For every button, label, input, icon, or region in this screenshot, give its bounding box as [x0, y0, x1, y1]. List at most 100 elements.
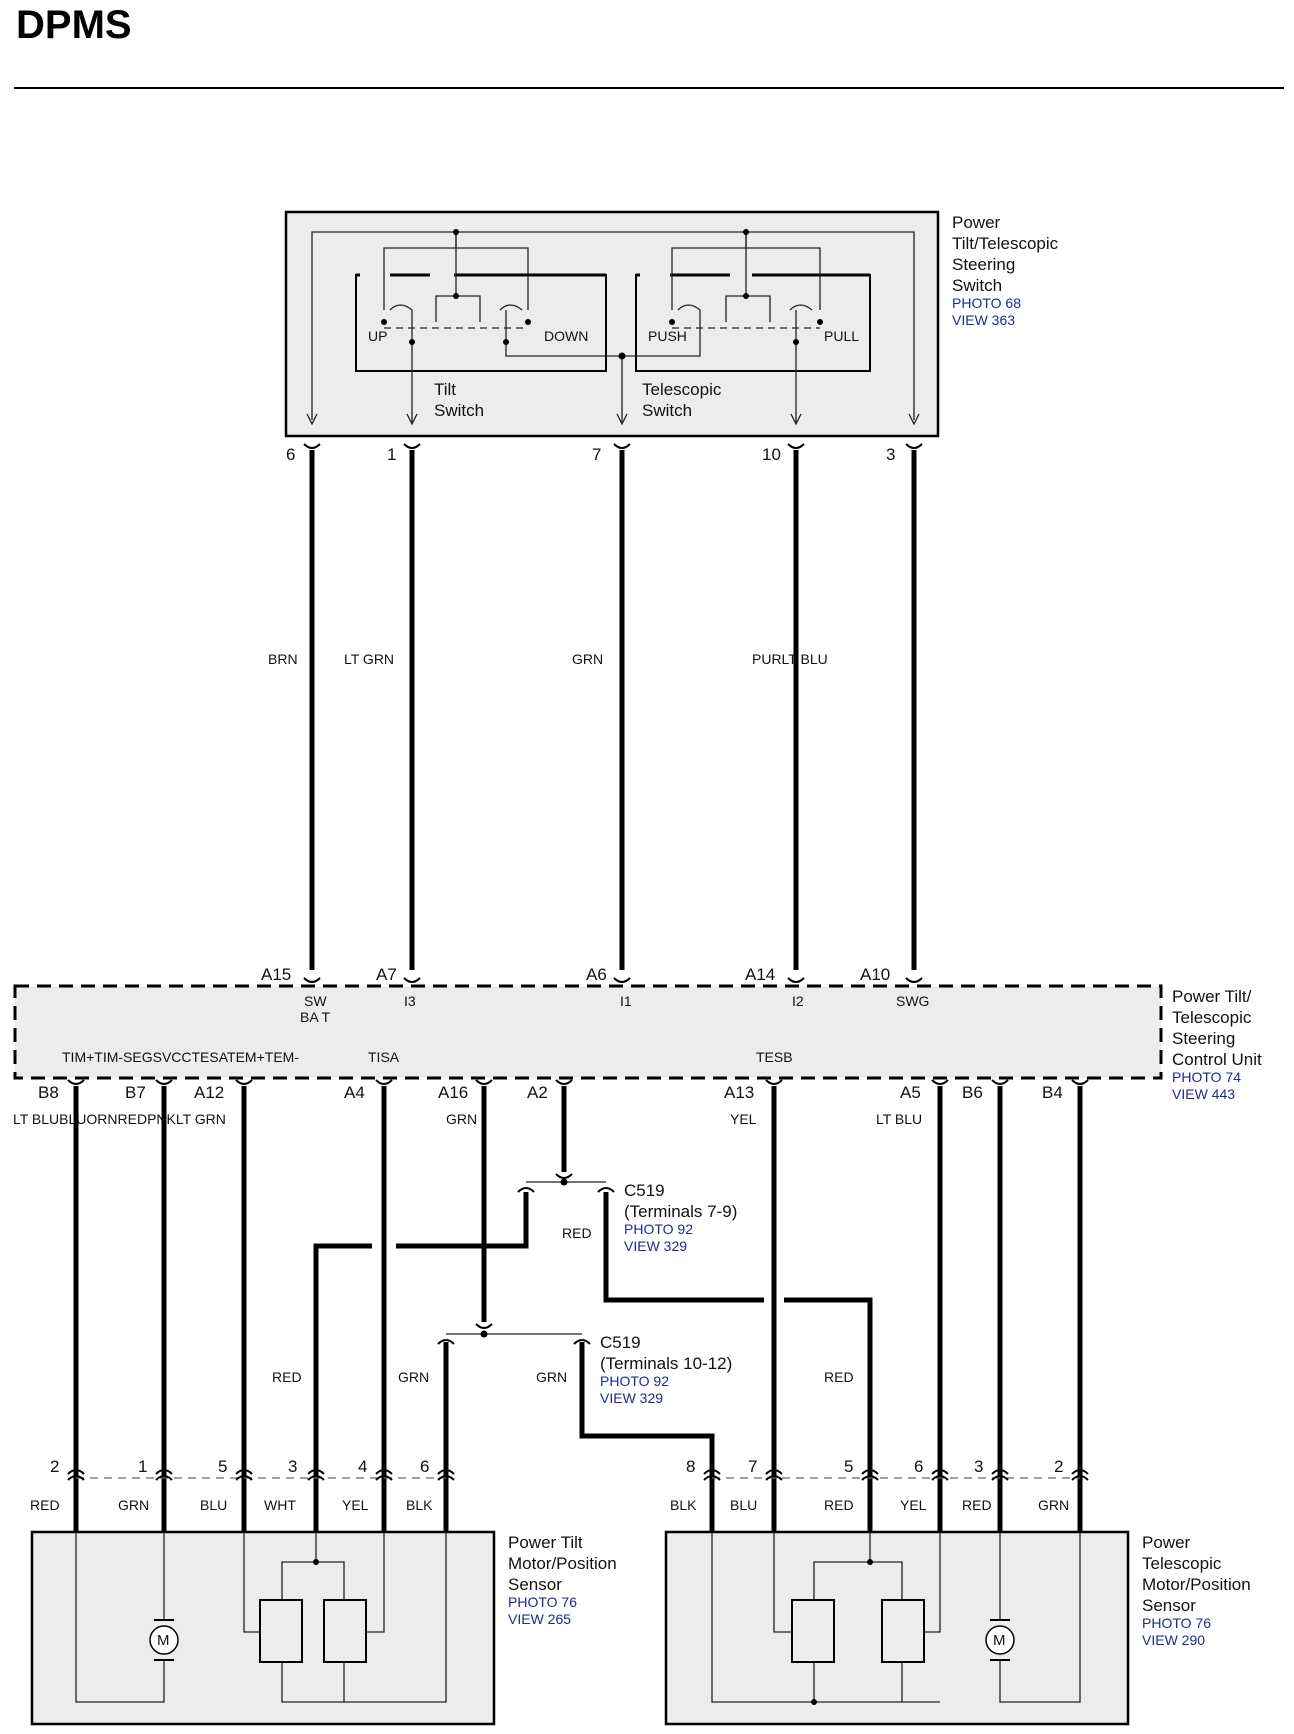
cu-view-ref: VIEW 443	[1172, 1086, 1235, 1102]
switch-name-1: Power	[952, 213, 1001, 232]
switch-name-2: Tilt/Telescopic	[952, 234, 1059, 253]
switch-name-4: Switch	[952, 276, 1002, 295]
tele-wire-yel: YEL	[900, 1497, 927, 1513]
wire-label-a16-grn: GRN	[446, 1111, 477, 1127]
cu-term-tisa: TISA	[368, 1049, 400, 1065]
cu-term-motor-group: TIM+TIM-SEGSVCCTESATEM+TEM-	[62, 1049, 299, 1065]
tele-sensor-2	[881, 1599, 925, 1663]
cu-term-bat: BA T	[300, 1009, 331, 1025]
cu-pin-a4: A4	[344, 1083, 365, 1102]
cu-pin-b7: B7	[125, 1083, 146, 1102]
cu-name-3: Steering	[1172, 1029, 1235, 1048]
tilt-up-label: UP	[368, 328, 387, 344]
cu-pin-a5: A5	[900, 1083, 921, 1102]
wire-label-brn: BRN	[268, 651, 298, 667]
tilt-motor-name-3: Sensor	[508, 1575, 562, 1594]
tele-motor-photo-ref: PHOTO 76	[1142, 1615, 1211, 1631]
tilt-motor-name-2: Motor/Position	[508, 1554, 617, 1573]
wire-label-a13-yel: YEL	[730, 1111, 757, 1127]
telescopic-push-label: PUSH	[648, 328, 687, 344]
tilt-motor-m: M	[157, 1632, 170, 1649]
cu-pin-a14: A14	[745, 965, 775, 984]
cu-pin-b8: B8	[38, 1083, 59, 1102]
tele-motor-name-2: Telescopic	[1142, 1554, 1222, 1573]
c519b-photo-ref: PHOTO 92	[600, 1373, 669, 1389]
tilt-pin-1: 1	[138, 1457, 147, 1476]
wire-label-pur-lt-blu: PURLT BLU	[752, 651, 828, 667]
tele-sensor-1	[791, 1599, 835, 1663]
telescopic-motor-position-sensor: M	[664, 1530, 1130, 1726]
tele-motor-name-1: Power	[1142, 1533, 1191, 1552]
tele-pin-8: 8	[686, 1457, 695, 1476]
telescopic-switch-name-1: Telescopic	[642, 380, 722, 399]
switch-connector-terminals	[303, 443, 923, 449]
cu-name-1: Power Tilt/	[1172, 987, 1252, 1006]
tilt-wire-wht: WHT	[264, 1497, 296, 1513]
cu-pin-b4: B4	[1042, 1083, 1063, 1102]
cu-pin-b6: B6	[962, 1083, 983, 1102]
tilt-pin-6: 6	[420, 1457, 429, 1476]
c519a-photo-ref: PHOTO 92	[624, 1221, 693, 1237]
telescopic-pull-label: PULL	[824, 328, 859, 344]
cu-pin-a7: A7	[376, 965, 397, 984]
cu-pin-a13: A13	[724, 1083, 754, 1102]
page-title: DPMS	[16, 3, 132, 47]
cu-pin-a15: A15	[261, 965, 291, 984]
cu-name-4: Control Unit	[1172, 1050, 1262, 1069]
wire-labels-left-group: LT BLUBLUORNREDPNKLT GRN	[13, 1111, 226, 1127]
wire-label-lt-grn: LT GRN	[344, 651, 394, 667]
tilt-motor-symbol	[149, 1625, 179, 1655]
cu-name-2: Telescopic	[1172, 1008, 1252, 1027]
c519-terminals-7-9[interactable]	[517, 1173, 615, 1193]
cu-term-i1: I1	[620, 993, 632, 1009]
control-unit	[13, 977, 1163, 1080]
wire-label-grn-left: GRN	[398, 1369, 429, 1385]
tele-motor-view-ref: VIEW 290	[1142, 1632, 1205, 1648]
tele-motor-symbol	[985, 1625, 1015, 1655]
switch-pin-7: 7	[592, 445, 601, 464]
tele-pin-7: 7	[748, 1457, 757, 1476]
c519b-name: C519	[600, 1333, 641, 1352]
tilt-wire-blk: BLK	[406, 1497, 433, 1513]
tilt-sensor-1	[259, 1599, 303, 1663]
switch-pin-10: 10	[762, 445, 781, 464]
tilt-pin-3: 3	[288, 1457, 297, 1476]
tilt-motor-position-sensor: M	[30, 1530, 496, 1726]
switch-view-ref: VIEW 363	[952, 312, 1015, 328]
c519a-name: C519	[624, 1181, 665, 1200]
switch-pin-3: 3	[886, 445, 895, 464]
cu-term-tesb: TESB	[756, 1049, 793, 1065]
tele-wire-blk: BLK	[670, 1497, 697, 1513]
tele-wire-blu: BLU	[730, 1497, 757, 1513]
tilt-pin-2: 2	[50, 1457, 59, 1476]
tele-pin-6: 6	[914, 1457, 923, 1476]
c519a-terminals: (Terminals 7-9)	[624, 1202, 737, 1221]
wire-label-red-left: RED	[272, 1369, 302, 1385]
tele-motor-name-3: Motor/Position	[1142, 1575, 1251, 1594]
c519-terminals-10-12[interactable]	[437, 1323, 591, 1345]
wire-label-grn-mid: GRN	[536, 1369, 567, 1385]
c519b-view-ref: VIEW 329	[600, 1390, 663, 1406]
cu-term-i3: I3	[404, 993, 416, 1009]
tele-pin-3: 3	[974, 1457, 983, 1476]
cu-photo-ref: PHOTO 74	[1172, 1069, 1241, 1085]
switch-assembly-box	[284, 210, 940, 438]
tele-pin-5: 5	[844, 1457, 853, 1476]
tele-wire-grn: GRN	[1038, 1497, 1069, 1513]
tilt-pin-4: 4	[358, 1457, 367, 1476]
switch-assembly: UP DOWN PUSH PULL Tilt Switch Telescopic…	[284, 210, 1059, 438]
wire-label-red-right: RED	[824, 1369, 854, 1385]
tilt-wire-grn: GRN	[118, 1497, 149, 1513]
tele-wire-red-2: RED	[962, 1497, 992, 1513]
cu-pin-a6: A6	[586, 965, 607, 984]
switch-pin-6: 6	[286, 445, 295, 464]
c519b-terminals: (Terminals 10-12)	[600, 1354, 732, 1373]
wire-label-a5-lt-blu: LT BLU	[876, 1111, 922, 1127]
wire-label-grn: GRN	[572, 651, 603, 667]
telescopic-switch-name-2: Switch	[642, 401, 692, 420]
tilt-switch-name-2: Switch	[434, 401, 484, 420]
tilt-pin-5: 5	[218, 1457, 227, 1476]
tilt-switch-name-1: Tilt	[434, 380, 456, 399]
motor-connector-caps	[67, 1469, 1089, 1481]
